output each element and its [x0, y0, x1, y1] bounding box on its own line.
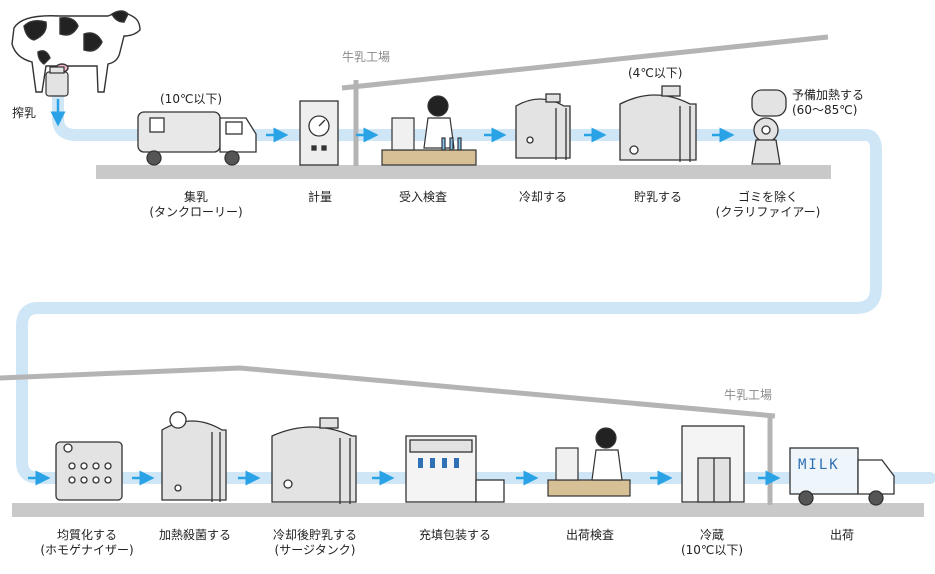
step-label-clarifier: ゴミを除く (クラリファイアー): [693, 190, 843, 220]
temp-note-collection: (10℃以下): [160, 92, 223, 106]
step-name: 貯乳する: [633, 190, 682, 204]
milk-truck-text: MILK: [798, 457, 840, 473]
step-sub: (クラリファイアー): [715, 205, 821, 219]
step-label-pasteurize: 加熱殺菌する: [120, 528, 270, 543]
step-label-storage: 貯乳する: [583, 190, 733, 205]
milk-can-icon: [45, 66, 69, 97]
cow-icon: [11, 10, 141, 93]
step-sub: (60～85℃): [792, 103, 858, 117]
temp-note-storage: (4℃以下): [628, 66, 683, 80]
step-label-filling: 充填包装する: [380, 528, 530, 543]
cooling-tank-icon: [515, 93, 571, 160]
step-name: 出荷: [829, 528, 854, 542]
step-name: ゴミを除く: [737, 190, 798, 204]
step-name: 出荷検査: [565, 528, 614, 542]
factory-label-top: 牛乳工場: [342, 50, 391, 64]
step-label-homogenize: 均質化する (ホモゲナイザー): [12, 528, 162, 558]
step-name: 予備加熱する: [792, 88, 865, 102]
step-name: 冷却する: [518, 190, 567, 204]
step-label-collection: 集乳 (タンクローリー): [121, 190, 271, 220]
step-name: 均質化する: [56, 528, 117, 542]
step-label-receiving-inspection: 受入検査: [348, 190, 498, 205]
step-label-refrigerate: 冷蔵 (10℃以下): [637, 528, 787, 558]
step-name: 受入検査: [398, 190, 447, 204]
pasteurizer-tank-icon: [161, 411, 227, 502]
shipping-inspection-icon: [547, 427, 631, 497]
ground-bar-bottom: [12, 503, 924, 517]
step-sub: (ホモゲナイザー): [40, 543, 134, 557]
factory-label-bottom: 牛乳工場: [724, 388, 773, 402]
step-name: 充填包装する: [418, 528, 491, 542]
scale-icon: [299, 100, 339, 166]
step-sub: (タンクローリー): [149, 205, 243, 219]
step-name: 集乳: [183, 190, 208, 204]
flow-path: [16, 92, 935, 484]
step-sub: (10℃以下): [680, 543, 744, 557]
clarifier-icon: [751, 89, 787, 165]
filling-machine-icon: [405, 435, 505, 503]
storage-tank-icon: [619, 85, 697, 162]
step-name: 計量: [307, 190, 332, 204]
step-sub: (サージタンク): [274, 543, 356, 557]
step-name: 加熱殺菌する: [158, 528, 231, 542]
step-label-surge-tank: 冷却後貯乳する (サージタンク): [240, 528, 390, 558]
ground-bar-top: [96, 165, 831, 179]
surge-tank-icon: [271, 417, 357, 504]
step-name: 冷却後貯乳する: [272, 528, 357, 542]
step-label-weighing: 計量: [245, 190, 395, 205]
step-label-shipping-inspection: 出荷検査: [515, 528, 665, 543]
milk-truck-icon: [789, 447, 895, 506]
step-label-preheat: 予備加熱する (60～85℃): [792, 88, 864, 118]
factory-roof-bottom: [0, 365, 776, 505]
tank-truck-icon: [137, 111, 257, 166]
lab-inspection-icon: [381, 95, 477, 166]
step-label-cooling: 冷却する: [468, 190, 618, 205]
refrigerator-icon: [681, 425, 745, 503]
step-name: 冷蔵: [699, 528, 724, 542]
factory-roof-top: [341, 34, 829, 166]
step-label-shipping: 出荷: [767, 528, 917, 543]
homogenizer-icon: [55, 441, 123, 501]
milking-label: 搾乳: [12, 106, 37, 120]
